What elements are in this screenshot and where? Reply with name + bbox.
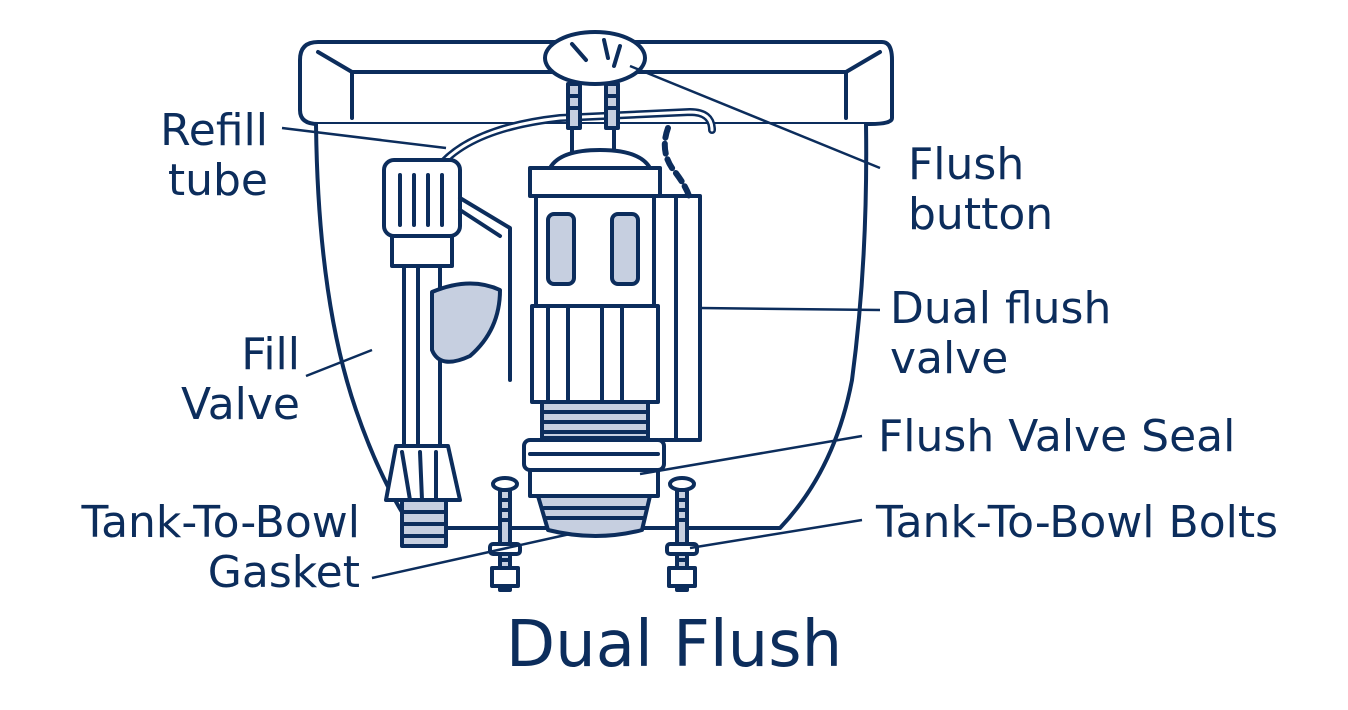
dual-flush-valve bbox=[528, 148, 702, 442]
flush-valve-seal bbox=[522, 438, 666, 498]
flush-button bbox=[543, 30, 647, 162]
tank-to-bowl-bolt-right bbox=[665, 476, 699, 592]
diagram-title: Dual Flush bbox=[505, 608, 843, 682]
tank-to-bowl-gasket bbox=[536, 494, 652, 538]
chain bbox=[661, 125, 693, 203]
leader-flush-button bbox=[629, 64, 881, 170]
leader-tank-to-bowl-gasket bbox=[371, 532, 571, 580]
fill-valve bbox=[382, 158, 512, 548]
leader-fill-valve bbox=[305, 348, 373, 378]
leader-dual-flush-valve bbox=[699, 306, 881, 312]
tank-to-bowl-bolt-left bbox=[488, 476, 522, 592]
label-tank-to-bowl-bolts: Tank-To-Bowl Bolts bbox=[876, 497, 1279, 548]
leader-flush-valve-seal bbox=[639, 434, 863, 476]
leader-tank-to-bowl-bolts bbox=[689, 518, 863, 550]
label-flush-valve-seal: Flush Valve Seal bbox=[878, 411, 1236, 462]
leader-refill-tube bbox=[281, 126, 447, 150]
leader-lines bbox=[281, 64, 881, 580]
